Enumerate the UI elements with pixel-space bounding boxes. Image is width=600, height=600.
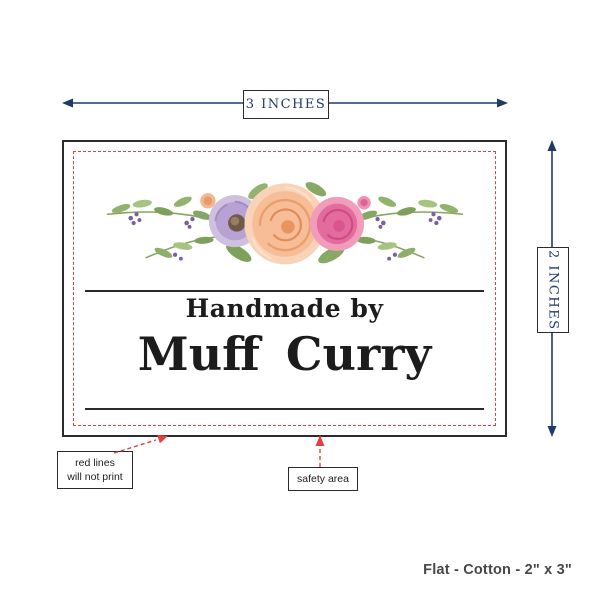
- berries: [127, 212, 442, 261]
- height-dimension-text: 2 INCHES: [545, 249, 561, 331]
- brand-name-text: Muff Curry: [137, 327, 432, 381]
- arrow-down-icon: [547, 426, 557, 437]
- label-preview: Handmade by Muff Curry: [62, 140, 507, 437]
- floral-arrangement-graphic: [106, 182, 463, 265]
- product-spec-text: Flat - Cotton - 2" x 3": [423, 562, 572, 578]
- arrowhead-icon: [315, 435, 325, 446]
- arrowhead-icon: [157, 434, 168, 444]
- divider-line-top: [85, 290, 484, 292]
- arrow-left-icon: [62, 98, 73, 108]
- arrow-right-icon: [497, 98, 508, 108]
- pink-rose: [309, 196, 364, 251]
- peach-rose: [244, 183, 325, 265]
- divider-line-bottom: [85, 408, 484, 410]
- red-lines-arrow: [113, 434, 168, 454]
- handmade-by-text: Handmade by: [185, 294, 384, 323]
- arrow-up-icon: [547, 140, 557, 151]
- safety-area-arrow: [315, 435, 325, 467]
- width-dimension-label: 3 INCHES: [243, 90, 329, 119]
- height-dimension-label: 2 INCHES: [537, 247, 569, 333]
- red-lines-callout: red lines will not print: [57, 451, 133, 490]
- width-dimension-text: 3 INCHES: [245, 97, 327, 112]
- safety-area-callout: safety area: [288, 467, 358, 492]
